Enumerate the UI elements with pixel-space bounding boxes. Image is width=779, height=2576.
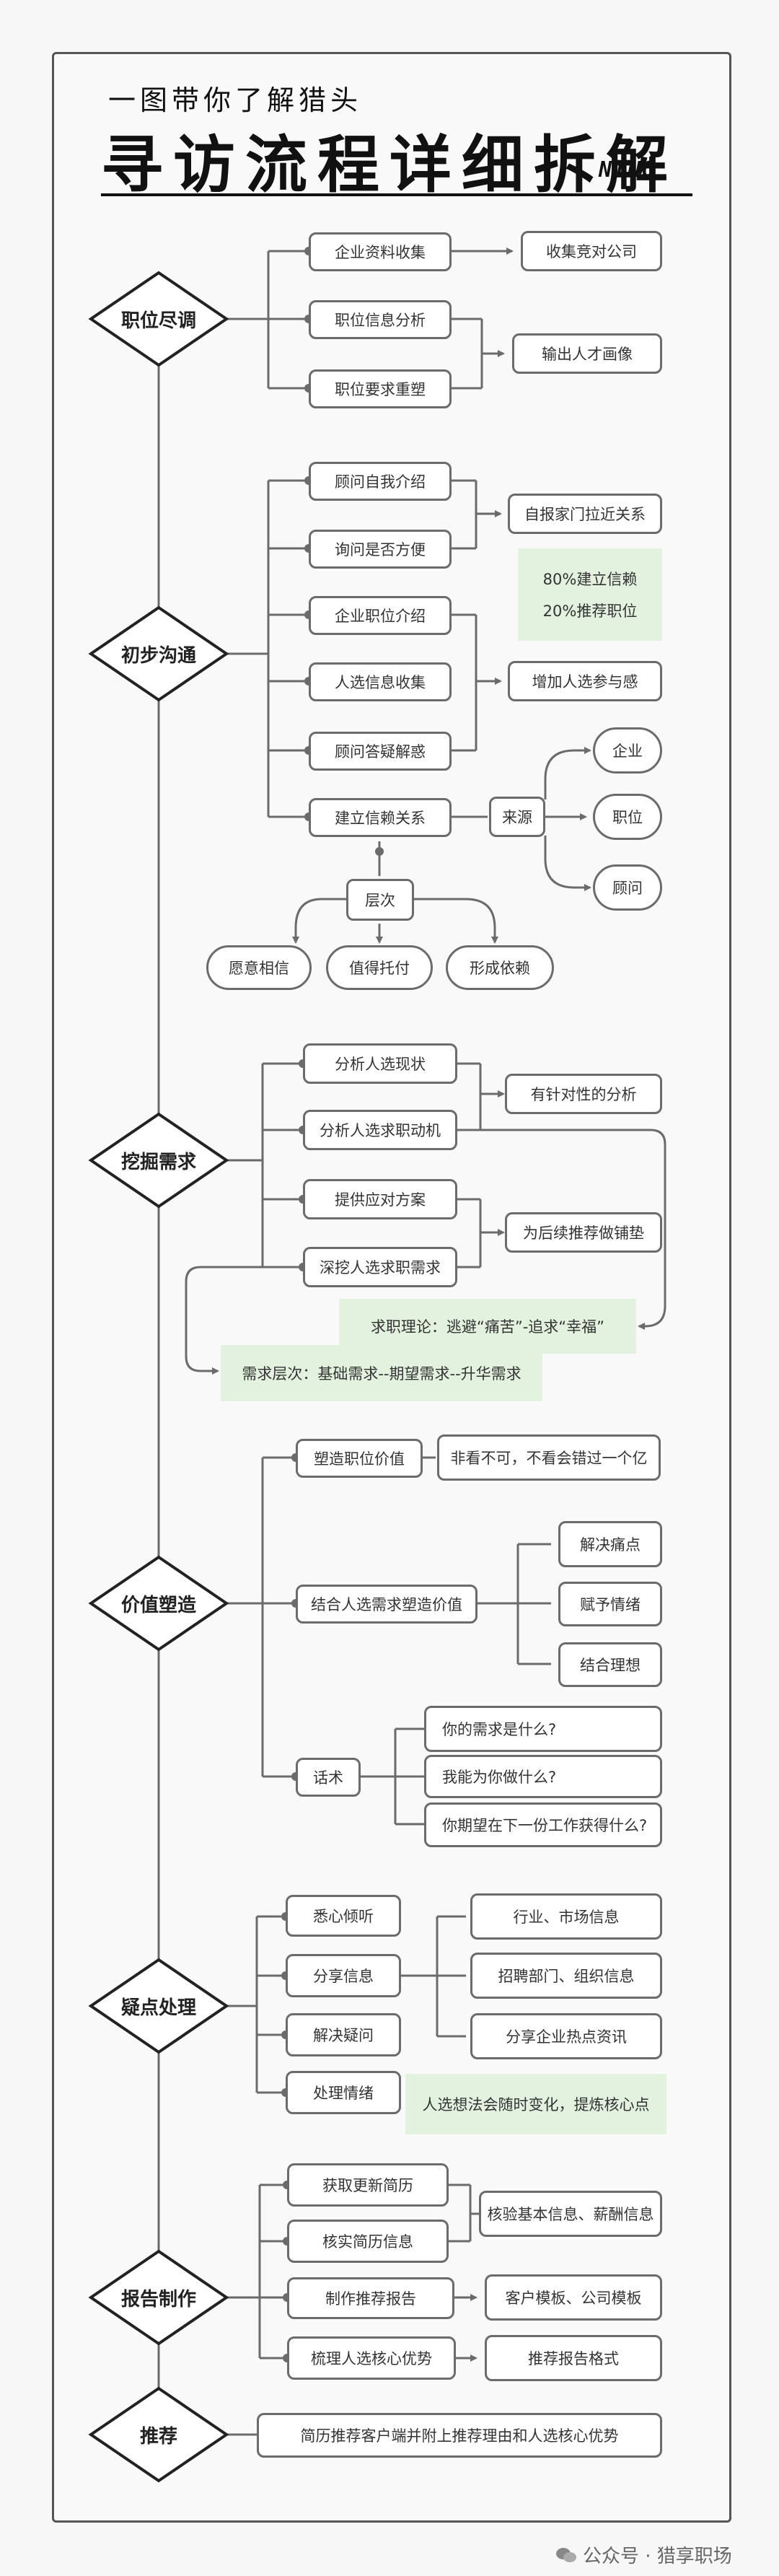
s6-result: 客户模板、公司模板 xyxy=(485,2274,662,2321)
s4-result: 非看不可，不看会错过一个亿 xyxy=(437,1434,661,1481)
s1-item: 职位要求重塑 xyxy=(309,369,452,408)
s4-item: 话术 xyxy=(296,1758,361,1797)
s6-item: 核实简历信息 xyxy=(287,2220,449,2263)
s2-item: 建立信赖关系 xyxy=(309,798,452,837)
s5-share-item: 行业、市场信息 xyxy=(470,1893,662,1940)
section-label-s5: 疑点处理 xyxy=(120,1997,196,2019)
s2-result: 自报家门拉近关系 xyxy=(508,494,662,534)
diamond-s2 xyxy=(88,605,229,702)
s4-script-item: 你的需求是什么? xyxy=(424,1706,662,1752)
s1-item: 职位信息分析 xyxy=(309,300,452,339)
s6-result: 推荐报告格式 xyxy=(485,2335,662,2381)
source-item: 职位 xyxy=(593,794,662,840)
s6-item: 梳理人选核心优势 xyxy=(287,2336,456,2380)
footer: 公众号 · 猎享职场 xyxy=(555,2541,732,2568)
section-label-s1: 职位尽调 xyxy=(120,310,196,332)
s5-item: 解决疑问 xyxy=(286,2013,401,2056)
s2-item: 企业职位介绍 xyxy=(309,596,452,635)
s5-note: 人选想法会随时变化，提炼核心点 xyxy=(405,2074,666,2134)
title-underline xyxy=(101,193,692,196)
s4-script-item: 我能为你做什么? xyxy=(424,1755,662,1798)
s2-item: 顾问自我介绍 xyxy=(309,462,452,501)
s4-value-item: 赋予情绪 xyxy=(558,1582,662,1626)
source-box: 来源 xyxy=(489,797,545,837)
diamond-s3 xyxy=(88,1112,229,1209)
s5-item: 处理情绪 xyxy=(286,2071,401,2114)
s2-item: 询问是否方便 xyxy=(309,530,452,569)
s7-item: 简历推荐客户端并附上推荐理由和人选核心优势 xyxy=(257,2413,662,2458)
s3-item: 分析人选求职动机 xyxy=(303,1110,457,1150)
s3-note-theory: 求职理论：逃避“痛苦”-追求“幸福” xyxy=(339,1299,636,1354)
s5-share-item: 招聘部门、组织信息 xyxy=(470,1953,662,1999)
level-item: 形成依赖 xyxy=(446,945,554,990)
diamond-s7 xyxy=(88,2386,229,2483)
diamond-s4 xyxy=(88,1555,229,1652)
s4-value-item: 解决痛点 xyxy=(558,1521,662,1567)
section-label-s2: 初步沟通 xyxy=(120,645,196,667)
section-label-s3: 挖掘需求 xyxy=(120,1152,196,1173)
s3-result: 有针对性的分析 xyxy=(505,1074,662,1114)
s4-value-item: 结合理想 xyxy=(558,1642,662,1687)
s4-item: 结合人选需求塑造价值 xyxy=(296,1585,477,1624)
s2-item: 人选信息收集 xyxy=(309,662,452,701)
s3-result: 为后续推荐做铺垫 xyxy=(505,1212,662,1253)
section-label-s7: 推荐 xyxy=(139,2426,177,2448)
s3-note-levels: 需求层次：基础需求--期望需求--升华需求 xyxy=(221,1345,542,1401)
s6-result: 核验基本信息、薪酬信息 xyxy=(479,2191,662,2237)
s2-result: 增加人选参与感 xyxy=(508,661,662,701)
s6-item: 获取更新简历 xyxy=(287,2163,449,2207)
wechat-icon xyxy=(556,2547,576,2562)
author-signature: NINO xyxy=(599,157,657,183)
s1-result: 输出人才画像 xyxy=(512,333,662,374)
s2-note: 80%建立信赖 20%推荐职位 xyxy=(518,548,662,641)
s5-item: 分享信息 xyxy=(286,1954,401,1997)
subtitle: 一图带你了解猎头 xyxy=(108,84,363,116)
section-label-s4: 价值塑造 xyxy=(120,1595,196,1616)
s4-item: 塑造职位价值 xyxy=(296,1439,423,1478)
s5-share-item: 分享企业热点资讯 xyxy=(470,2013,662,2059)
footer-text: 公众号 · 猎享职场 xyxy=(583,2546,732,2567)
section-label-s6: 报告制作 xyxy=(120,2289,196,2310)
s5-item: 悉心倾听 xyxy=(286,1895,401,1937)
level-item: 值得托付 xyxy=(326,945,433,990)
source-item: 顾问 xyxy=(593,864,662,911)
s2-item: 顾问答疑解惑 xyxy=(309,732,452,771)
main-title: 寻访流程详细拆解 xyxy=(101,128,678,201)
diamond-s6 xyxy=(88,2249,229,2346)
level-item: 愿意相信 xyxy=(206,945,312,990)
s3-item: 提供应对方案 xyxy=(303,1179,457,1219)
s1-result: 收集竞对公司 xyxy=(521,231,662,271)
s2-note-line: 20%推荐职位 xyxy=(542,603,638,620)
s4-script-item: 你期望在下一份工作获得什么? xyxy=(424,1802,662,1847)
diamond-s1 xyxy=(88,271,229,367)
source-item: 企业 xyxy=(593,727,662,774)
s1-item: 企业资料收集 xyxy=(309,232,452,271)
s2-note-line: 80%建立信赖 xyxy=(542,571,638,588)
s3-item: 分析人选现状 xyxy=(303,1043,457,1084)
level-box: 层次 xyxy=(346,879,414,921)
diamond-s5 xyxy=(88,1958,229,2054)
s3-item: 深挖人选求职需求 xyxy=(303,1247,457,1287)
s6-item: 制作推荐报告 xyxy=(287,2277,454,2319)
